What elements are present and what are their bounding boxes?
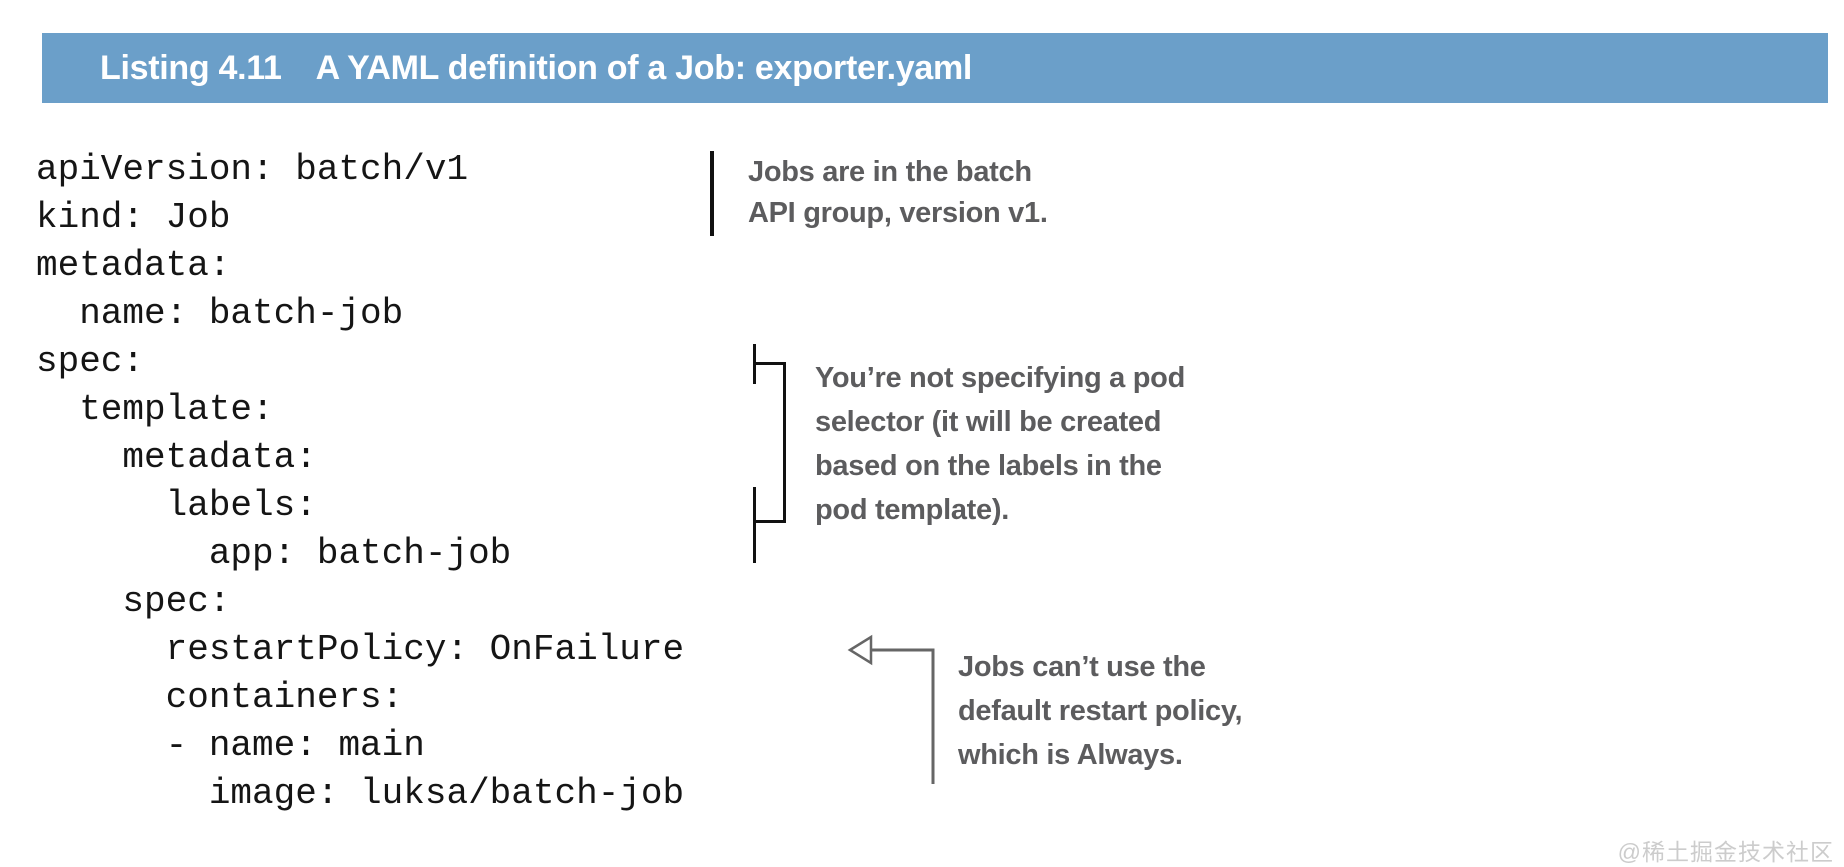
code-line: spec: (36, 341, 145, 382)
code-line: apiVersion: batch/v1 (36, 149, 469, 190)
code-line: spec: (36, 581, 231, 622)
callout-bar-connector (710, 151, 714, 236)
annotation-text: Jobs are in the batch (748, 156, 1032, 188)
code-line: containers: (36, 677, 404, 718)
annotation-restart-policy: Jobs can’t use the default restart polic… (958, 645, 1243, 777)
annotation-text: pod template). (815, 494, 1009, 526)
code-line: restartPolicy: OnFailure (36, 629, 685, 670)
annotation-text: default restart policy, (958, 695, 1243, 727)
code-line: app: batch-job (36, 533, 512, 574)
callout-bracket-tick-bottom (753, 487, 756, 563)
code-line: image: luksa/batch-job (36, 773, 685, 814)
annotation-text: selector (it will be created (815, 406, 1162, 438)
code-line: metadata: (36, 437, 317, 478)
watermark: @稀土掘金技术社区 (1617, 839, 1834, 865)
annotation-pod-selector: You’re not specifying a pod selector (it… (815, 356, 1185, 532)
annotation-batch-api-group: Jobs are in the batch API group, version… (748, 152, 1048, 234)
code-line: template: (36, 389, 274, 430)
annotation-text: API group, version v1. (748, 197, 1048, 229)
annotation-text: Jobs can’t use the (958, 651, 1206, 683)
callout-bracket-top (753, 362, 786, 365)
annotation-text: You’re not specifying a pod (815, 362, 1186, 394)
code-line: metadata: (36, 245, 231, 286)
callout-arrow-icon (847, 634, 935, 784)
annotation-text: based on the labels in the (815, 450, 1162, 482)
code-line: - name: main (36, 725, 425, 766)
yaml-code-block: apiVersion: batch/v1 kind: Job metadata:… (36, 146, 684, 818)
code-line: name: batch-job (36, 293, 404, 334)
listing-header-bar: Listing 4.11 A YAML definition of a Job:… (42, 33, 1828, 103)
listing-number: Listing 4.11 (100, 48, 282, 87)
callout-bracket-spine (783, 362, 786, 523)
annotation-text: which is Always. (958, 739, 1183, 771)
callout-bracket-bottom (753, 520, 786, 523)
code-line: labels: (36, 485, 317, 526)
listing-title: A YAML definition of a Job: exporter.yam… (315, 48, 973, 87)
code-line: kind: Job (36, 197, 231, 238)
